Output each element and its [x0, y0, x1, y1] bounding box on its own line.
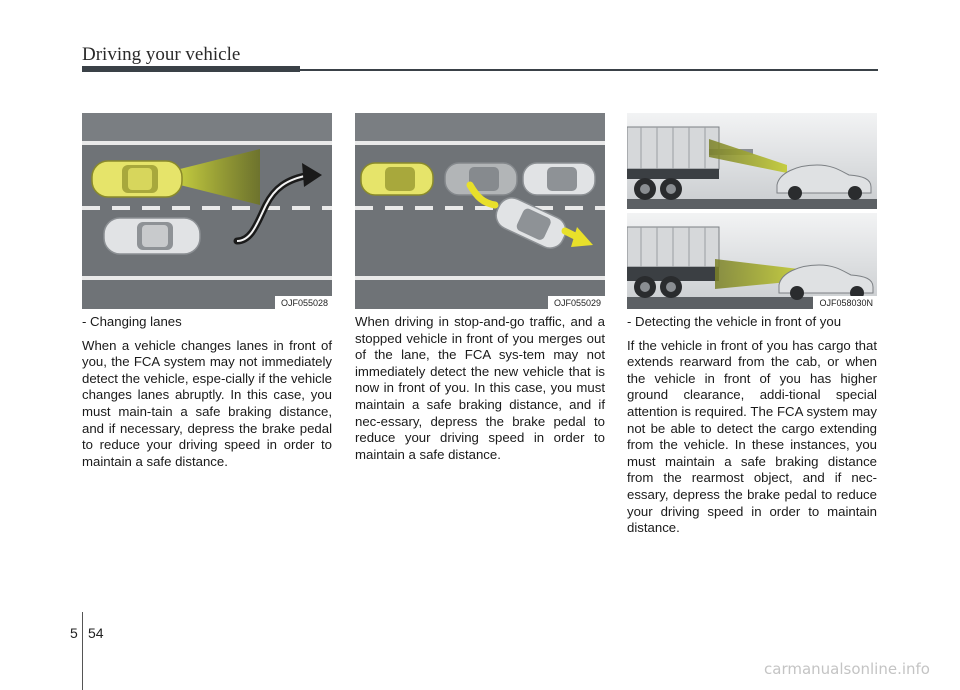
- figure-code: OJF058030N: [813, 296, 877, 309]
- body-text: When a vehicle changes lanes in front of…: [82, 337, 332, 469]
- chapter-number: 5: [70, 625, 78, 641]
- body-text: If the vehicle in front of you has cargo…: [627, 337, 877, 536]
- figure-truck-cargo: OJF058030N: [627, 113, 877, 309]
- header-rule-thick: [82, 66, 300, 72]
- changing-lanes-illustration: [82, 113, 332, 309]
- merging-car: [495, 197, 567, 249]
- leaving-car-ghost: [444, 162, 518, 196]
- body-text: When driving in stop-and-go traffic, and…: [355, 314, 605, 462]
- stopped-car: [522, 162, 596, 196]
- truck-bottom: [627, 226, 720, 298]
- highlighted-car: [91, 160, 183, 198]
- car-bottom: [778, 264, 874, 300]
- column-changing-lanes: - Changing lanes When a vehicle changes …: [82, 314, 332, 477]
- watermark: carmanualsonline.info: [764, 660, 930, 678]
- figure-stop-and-go: OJF055029: [355, 113, 605, 309]
- car-top: [776, 164, 872, 200]
- sensor-beam: [180, 149, 260, 205]
- figure-changing-lanes: OJF055028: [82, 113, 332, 309]
- subtitle: - Detecting the vehicle in front of you: [627, 314, 842, 329]
- page-header-title: Driving your vehicle: [82, 44, 241, 65]
- truck-top: [627, 126, 753, 200]
- own-car: [360, 162, 434, 196]
- column-stop-and-go: When driving in stop-and-go traffic, and…: [355, 314, 605, 470]
- figure-code: OJF055028: [274, 296, 332, 309]
- page-number: 54: [88, 625, 104, 641]
- figure-code: OJF055029: [547, 296, 605, 309]
- footer-divider: [82, 612, 83, 690]
- column-detecting-vehicle: - Detecting the vehicle in front of you …: [627, 314, 877, 544]
- merge-arrow-1: [466, 181, 499, 209]
- merging-car: [103, 217, 201, 255]
- subtitle: - Changing lanes: [82, 314, 182, 329]
- header-rule-thin: [300, 69, 878, 71]
- truck-cargo-illustration: [627, 113, 877, 309]
- stop-and-go-illustration: [355, 113, 605, 309]
